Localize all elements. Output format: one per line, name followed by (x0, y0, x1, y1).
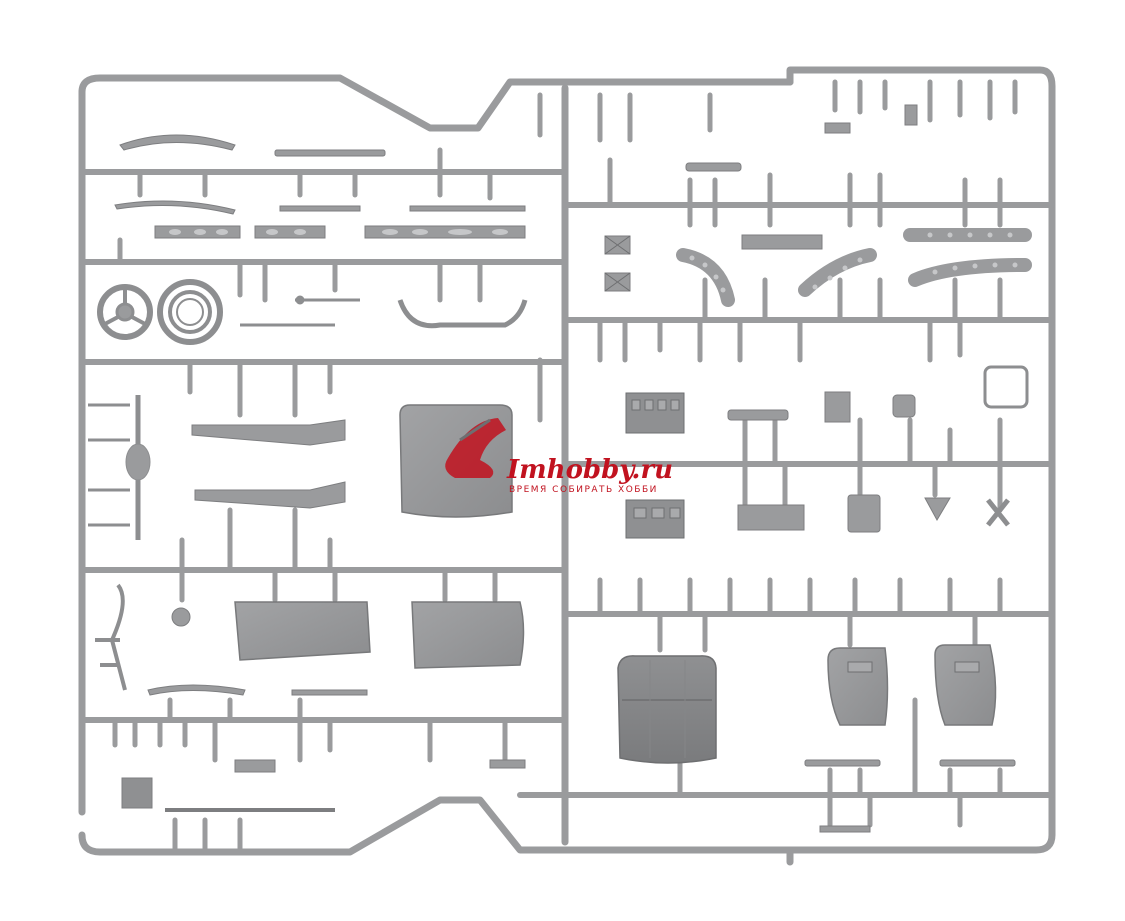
perforated-bars (154, 225, 526, 239)
watermark-logo (445, 418, 506, 478)
watermark-brand: Imhobby.ru (506, 455, 673, 485)
top-right-parts (685, 104, 918, 250)
bottom-right-bars (804, 759, 1016, 833)
axle-part (88, 395, 151, 540)
steering-wheels (97, 279, 223, 345)
misc-small-parts (121, 607, 526, 812)
running-boards (191, 419, 346, 509)
seat-part (617, 655, 717, 764)
tie-rods (240, 295, 528, 329)
door-handles (847, 661, 980, 673)
mirror-frame (983, 365, 1029, 409)
watermark-tagline: ВРЕМЯ СОБИРАТЬ ХОББИ (509, 485, 658, 495)
sprue-gates (112, 79, 1018, 855)
frame-holes (689, 232, 1018, 293)
body-panels (234, 601, 525, 669)
bumper-part (114, 134, 526, 215)
engine-blocks (625, 392, 685, 539)
door-panels (827, 644, 997, 726)
mid-right-parts (727, 391, 1010, 533)
boxed-parts (604, 235, 631, 292)
bent-rod (95, 583, 127, 691)
